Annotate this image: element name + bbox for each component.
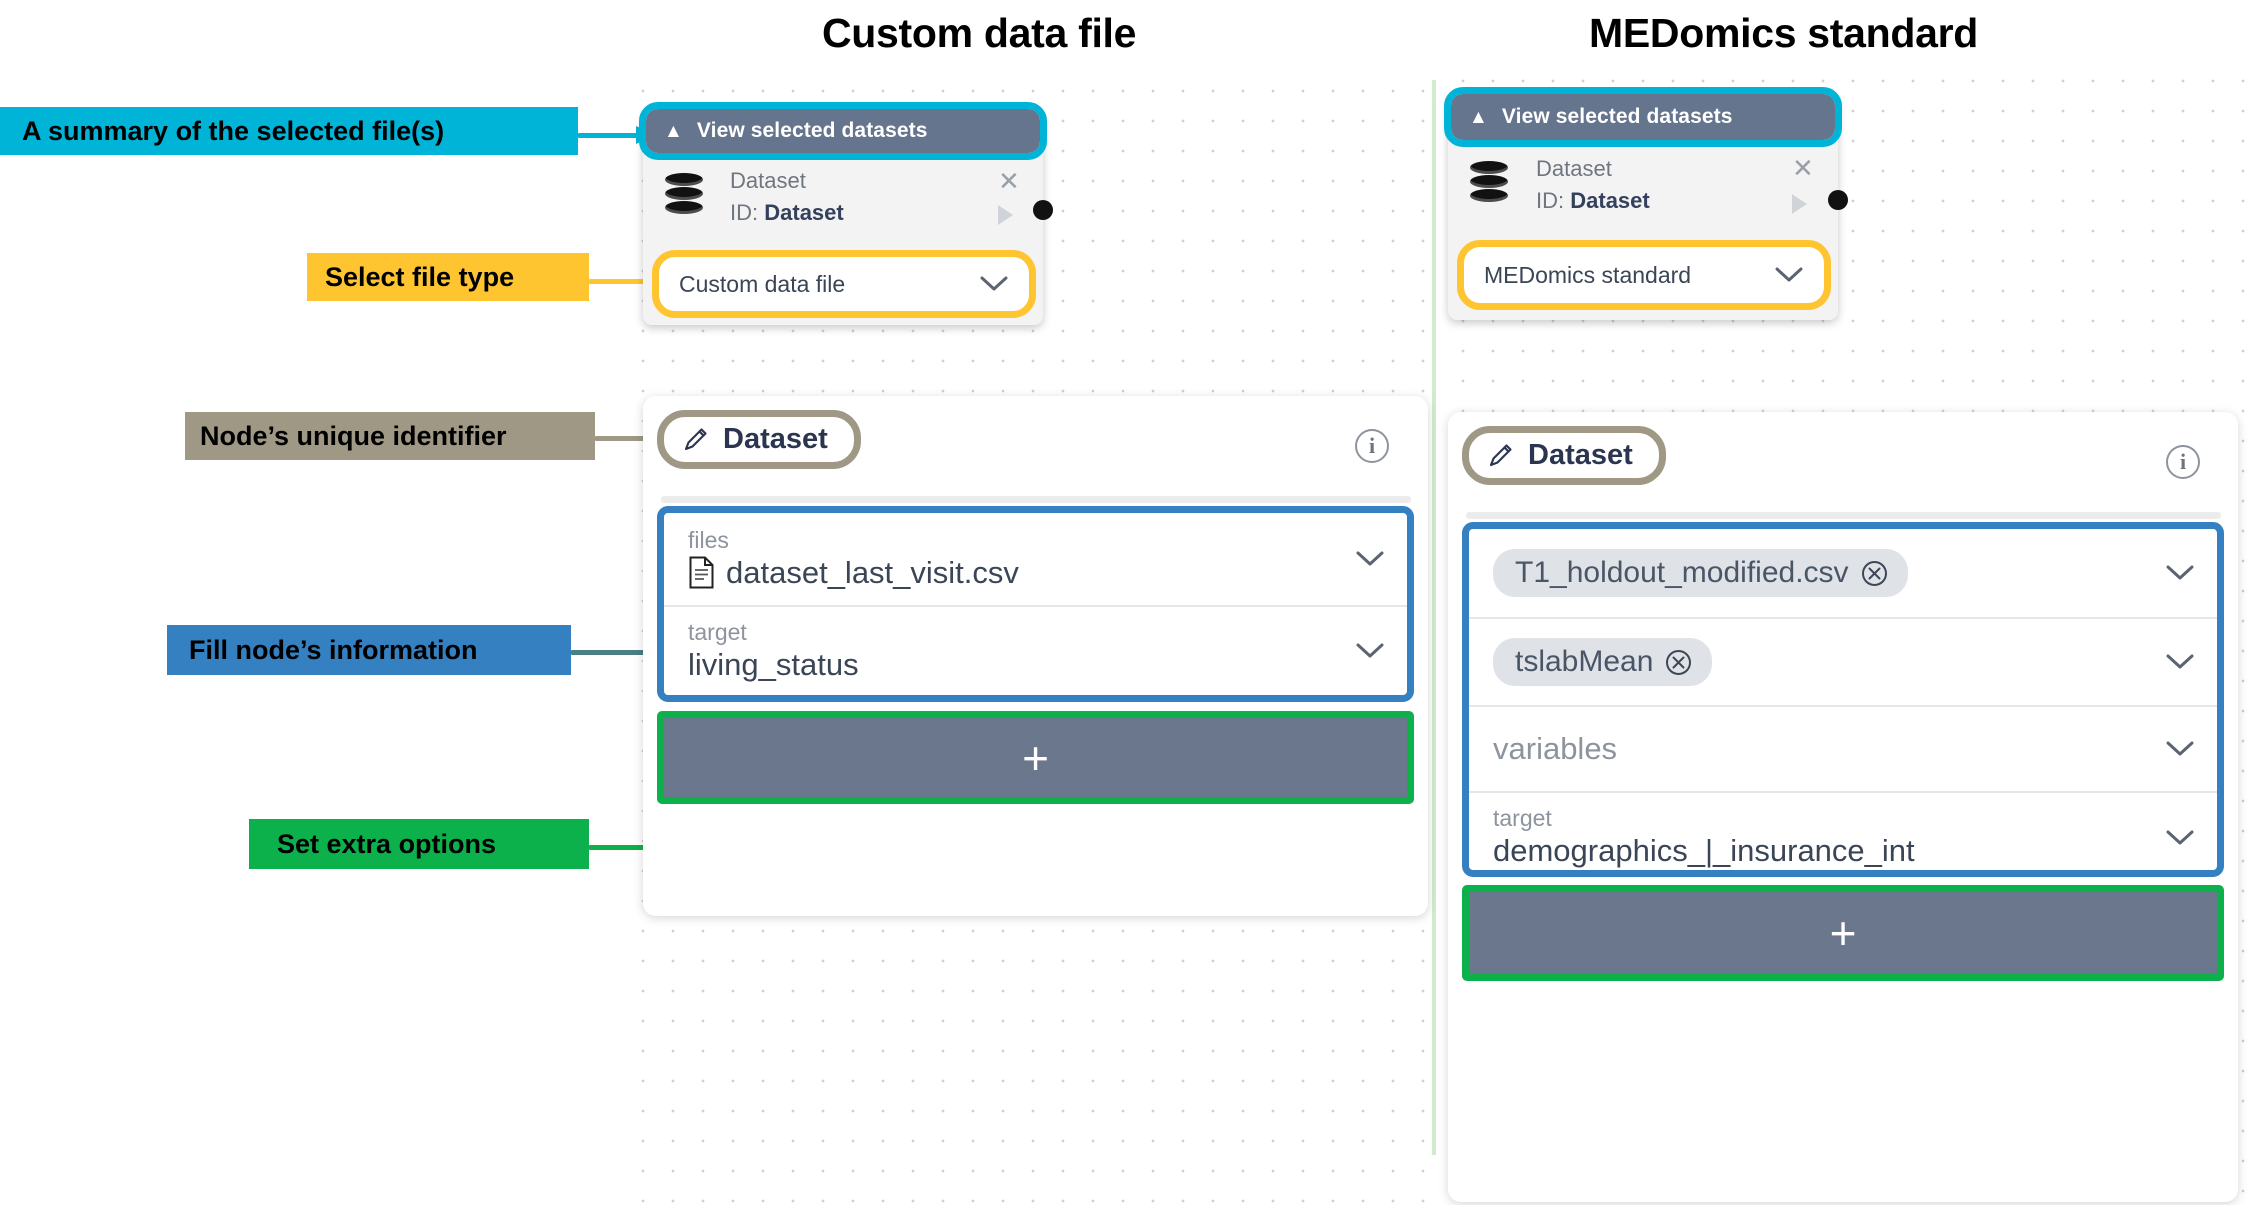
close-icon[interactable]: ✕ xyxy=(1792,153,1814,183)
field-variables-right[interactable]: variables xyxy=(1469,705,2217,791)
section-title-right: MEDomics standard xyxy=(1589,10,1979,56)
chevron-down-icon[interactable] xyxy=(2165,564,2195,582)
field-variables-placeholder-right: variables xyxy=(1493,731,1618,766)
node-fields-group-right: T1_holdout_modified.csv tslabMean xyxy=(1462,522,2224,877)
add-options-button-label-left: + xyxy=(1022,731,1049,784)
callout-summary: A summary of the selected file(s) xyxy=(0,107,578,155)
callout-summary-label: A summary of the selected file(s) xyxy=(22,115,445,146)
field-files-value-left: dataset_last_visit.csv xyxy=(726,554,1019,590)
selected-file-chip-label-right: T1_holdout_modified.csv xyxy=(1515,556,1849,589)
info-icon[interactable]: i xyxy=(2166,445,2200,479)
chevron-down-icon xyxy=(1775,267,1803,282)
file-type-value-right: MEDomics standard xyxy=(1484,261,1692,288)
dataset-node-id-prefix-right: ID: xyxy=(1536,188,1565,213)
panel-divider xyxy=(1432,80,1436,1155)
node-output-handle-left[interactable] xyxy=(1033,200,1053,220)
view-selected-datasets-label-left: View selected datasets xyxy=(696,119,928,142)
chevron-down-icon[interactable] xyxy=(2165,829,2195,847)
card-header-rule-left xyxy=(661,496,1411,503)
file-type-select-left[interactable]: Custom data file xyxy=(652,250,1036,318)
callout-file-type: Select file type xyxy=(307,253,589,301)
node-id-chip-label-right: Dataset xyxy=(1528,439,1633,471)
dataset-node-id-value-left: Dataset xyxy=(764,200,844,225)
field-target-left[interactable]: target living_status xyxy=(664,605,1407,695)
field-files-label-left: files xyxy=(688,526,729,553)
database-icon xyxy=(665,173,703,217)
field-files-left[interactable]: files dataset_last_visit.csv xyxy=(664,513,1407,605)
field-target-label-left: target xyxy=(688,618,747,645)
add-options-button-left[interactable]: + xyxy=(657,711,1414,804)
card-header-rule-right xyxy=(1466,512,2221,519)
play-triangle-icon[interactable] xyxy=(998,205,1013,225)
database-icon xyxy=(1470,161,1508,205)
dataset-config-card-right: Dataset i T1_holdout_modified.csv tslabM… xyxy=(1448,412,2238,1202)
chevron-double-up-icon: ▲ xyxy=(664,120,683,142)
add-options-button-label-right: + xyxy=(1829,907,1857,959)
callout-node-id: Node’s unique identifier xyxy=(185,412,595,460)
file-type-value-left: Custom data file xyxy=(679,270,846,297)
file-type-select-right[interactable]: MEDomics standard xyxy=(1457,240,1831,310)
chevron-down-icon[interactable] xyxy=(1355,642,1385,660)
dataset-config-card-left: Dataset i files dataset_last_visit.csv xyxy=(643,396,1428,916)
card-header-left: Dataset xyxy=(657,410,861,469)
chevron-down-icon[interactable] xyxy=(2165,653,2195,671)
card-header-right: Dataset xyxy=(1462,426,1666,485)
dataset-node-name-left: Dataset xyxy=(730,168,806,193)
field-variables-selected-right[interactable]: tslabMean xyxy=(1469,617,2217,705)
field-target-label-right: target xyxy=(1493,805,1552,832)
callout-node-id-label: Node’s unique identifier xyxy=(200,420,507,451)
node-id-chip-right[interactable]: Dataset xyxy=(1462,426,1666,485)
dataset-node-id-prefix-left: ID: xyxy=(730,200,759,225)
field-target-value-left: living_status xyxy=(688,646,859,682)
dataset-node-info-right: Dataset ID: Dataset xyxy=(1536,156,1650,214)
callout-file-type-label: Select file type xyxy=(325,261,515,292)
selected-variable-chip-right[interactable]: tslabMean xyxy=(1493,638,1713,686)
node-id-chip-label-left: Dataset xyxy=(723,423,828,455)
dataset-node-id-value-right: Dataset xyxy=(1570,188,1650,213)
dataset-node-name-right: Dataset xyxy=(1536,156,1612,181)
play-triangle-icon[interactable] xyxy=(1792,194,1807,214)
node-id-chip-left[interactable]: Dataset xyxy=(657,410,861,469)
view-selected-datasets-header-right[interactable]: ▲ View selected datasets xyxy=(1444,87,1842,147)
chevron-down-icon[interactable] xyxy=(2165,740,2195,758)
field-files-right[interactable]: T1_holdout_modified.csv xyxy=(1469,529,2217,617)
chip-remove-icon[interactable] xyxy=(1861,560,1888,587)
chip-remove-icon[interactable] xyxy=(1665,649,1692,676)
pencil-icon xyxy=(1489,443,1512,466)
callout-extra-options-label: Set extra options xyxy=(277,828,497,859)
add-options-button-right[interactable]: + xyxy=(1462,885,2224,981)
node-output-handle-right[interactable] xyxy=(1828,190,1848,210)
chevron-down-icon xyxy=(980,276,1008,291)
chevron-down-icon[interactable] xyxy=(1355,550,1385,568)
pencil-icon xyxy=(684,427,707,450)
callout-extra-options: Set extra options xyxy=(249,819,589,869)
field-target-right[interactable]: target demographics_|_insurance_int xyxy=(1469,791,2217,870)
dataset-node-info-left: Dataset ID: Dataset xyxy=(730,168,844,226)
field-target-value-right: demographics_|_insurance_int xyxy=(1493,833,1915,869)
selected-file-chip-right[interactable]: T1_holdout_modified.csv xyxy=(1493,549,1908,597)
section-title-left: Custom data file xyxy=(822,10,1137,56)
file-document-icon xyxy=(689,556,714,589)
view-selected-datasets-header-left[interactable]: ▲ View selected datasets xyxy=(639,102,1047,160)
dataset-node-left[interactable]: ▲ View selected datasets Dataset ID: Dat… xyxy=(639,102,1053,325)
view-selected-datasets-label-right: View selected datasets xyxy=(1501,105,1733,128)
close-icon[interactable]: ✕ xyxy=(998,166,1020,196)
dataset-node-right[interactable]: ▲ View selected datasets Dataset ID: Dat… xyxy=(1444,87,1848,320)
callout-fill-info: Fill node’s information xyxy=(167,625,571,675)
node-fields-group-left: files dataset_last_visit.csv target livi… xyxy=(657,506,1414,702)
info-icon[interactable]: i xyxy=(1355,429,1389,463)
selected-variable-chip-label-right: tslabMean xyxy=(1515,645,1654,678)
chevron-double-up-icon: ▲ xyxy=(1469,106,1488,128)
callout-fill-info-label: Fill node’s information xyxy=(189,634,478,665)
